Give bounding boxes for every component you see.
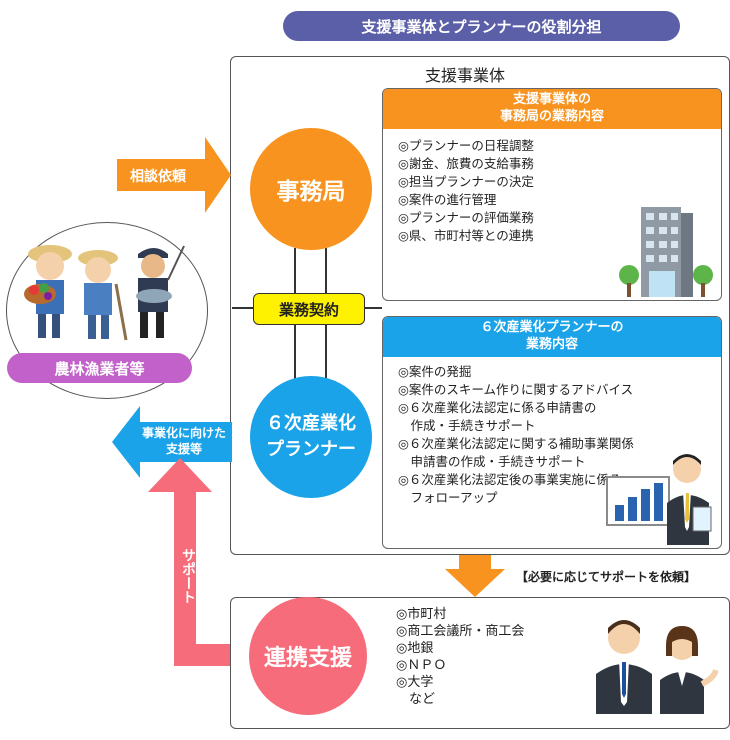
list-item: ◎プランナーの評価業務 — [398, 210, 534, 225]
list-item: ◎地銀 — [396, 641, 434, 656]
support-arrow — [148, 458, 232, 666]
collaboration-partners-list: ◎市町村 ◎商工会議所・商工会 ◎地銀 ◎ＮＰＯ ◎大学 など — [396, 606, 524, 708]
list-item: ◎ＮＰＯ — [396, 658, 447, 673]
list-item: 作成・手続きサポート — [398, 418, 536, 433]
list-item: ◎謝金、旅費の支給事務 — [398, 156, 534, 171]
list-item: ◎６次産業化法認定に係る申請書の — [398, 400, 597, 415]
list-item: フォローアップ — [398, 490, 498, 505]
list-item: ◎担当プランナーの決定 — [398, 174, 534, 189]
office-duties-box: 支援事業体の 事務局の業務内容 ◎プランナーの日程調整 ◎謝金、旅費の支給事務 … — [382, 88, 722, 301]
list-item: ◎プランナーの日程調整 — [398, 138, 534, 153]
list-item: ◎６次産業化法認定に関する補助事業関係 — [398, 436, 634, 451]
office-duties-list: ◎プランナーの日程調整 ◎謝金、旅費の支給事務 ◎担当プランナーの決定 ◎案件の… — [398, 137, 534, 245]
list-item: ◎６次産業化法認定後の事業実施に係る — [398, 472, 622, 487]
list-item: ◎案件の発掘 — [398, 364, 472, 379]
office-circle: 事務局 — [250, 128, 372, 250]
list-item: ◎市町村 — [396, 607, 447, 622]
list-item: など — [396, 692, 436, 707]
list-item: ◎県、市町村等との連携 — [398, 228, 534, 243]
request-note: 【必要に応じてサポートを依頼】 — [516, 570, 697, 584]
list-item: ◎大学 — [396, 675, 434, 690]
presenter-illustration — [606, 454, 712, 545]
office-header-line1: 支援事業体の — [512, 92, 591, 107]
request-down-arrow — [445, 555, 505, 597]
planner-circle: ６次産業化 プランナー — [250, 376, 372, 498]
business-contract-label: 業務契約 — [253, 293, 365, 325]
office-header-line2: 事務局の業務内容 — [499, 109, 604, 124]
farmers-illustration — [24, 245, 185, 341]
planner-circle-line1: ６次産業化 — [266, 413, 356, 434]
planner-duties-list: ◎案件の発掘 ◎案件のスキーム作りに関するアドバイス ◎６次産業化法認定に係る申… — [398, 363, 634, 507]
business-support-line1: 事業化に向けた — [141, 426, 226, 440]
consult-request-arrow — [117, 137, 231, 213]
consult-request-label: 相談依頼 — [130, 169, 186, 185]
business-people-illustration — [596, 620, 718, 714]
office-building-illustration — [619, 207, 713, 297]
list-item: ◎案件の進行管理 — [398, 192, 497, 207]
planner-header-line2: 業務内容 — [525, 337, 578, 352]
collaboration-support-circle: 連携支援 — [249, 597, 367, 715]
office-duties-header: 支援事業体の 事務局の業務内容 — [383, 89, 721, 129]
list-item: ◎商工会議所・商工会 — [396, 624, 525, 639]
diagram-title: 支援事業体とプランナーの役割分担 — [283, 11, 680, 41]
planner-duties-box: ６次産業化プランナーの 業務内容 ◎案件の発掘 ◎案件のスキーム作りに関するアド… — [382, 316, 722, 549]
business-support-line2: 支援等 — [165, 442, 202, 456]
planner-duties-header: ６次産業化プランナーの 業務内容 — [383, 317, 721, 357]
business-support-label: 事業化に向けた 支援等 — [124, 425, 244, 457]
support-entity-label: 支援事業体 — [425, 66, 506, 85]
business-support-arrow — [112, 406, 232, 478]
planner-circle-line2: プランナー — [266, 439, 356, 460]
farmers-label: 農林漁業者等 — [7, 353, 192, 383]
planner-header-line1: ６次産業化プランナーの — [480, 320, 624, 335]
list-item: ◎案件のスキーム作りに関するアドバイス — [398, 382, 634, 397]
support-label: サポート — [180, 548, 196, 604]
list-item: 申請書の作成・手続きサポート — [398, 454, 586, 469]
